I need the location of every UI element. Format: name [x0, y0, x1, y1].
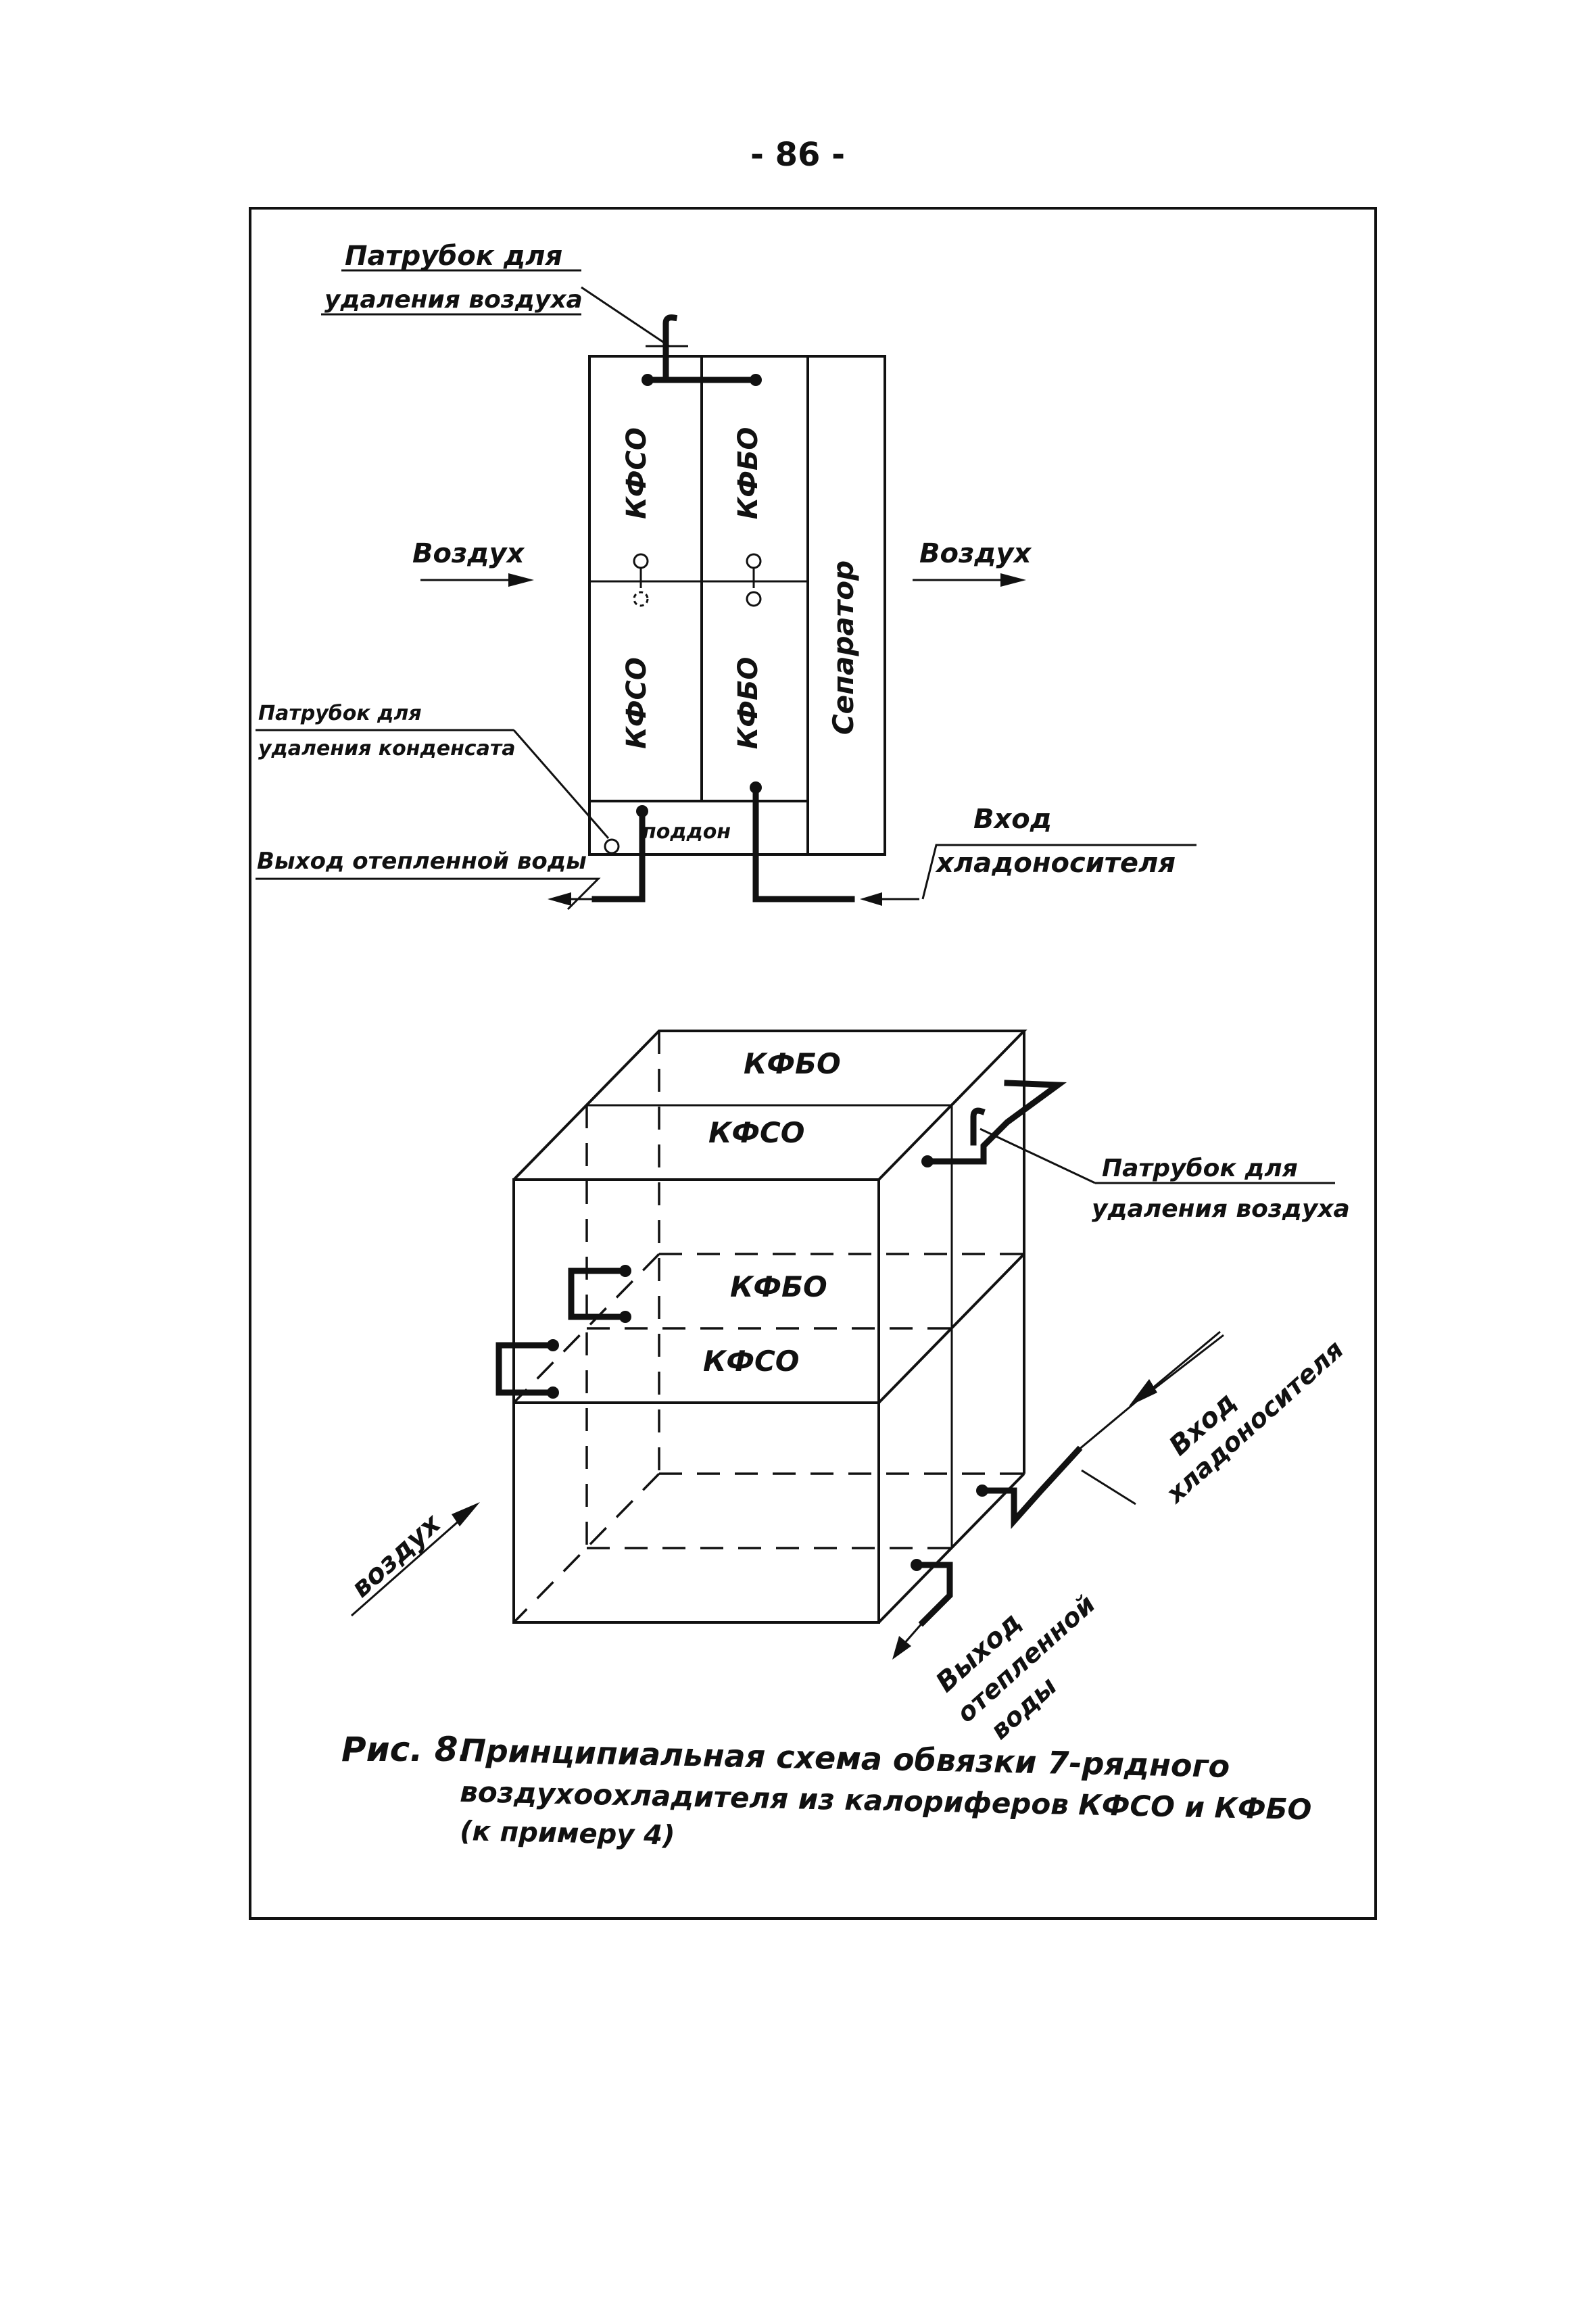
caption-line-3: (к примеру 4): [460, 1816, 675, 1852]
plan-condensate-leader: [512, 729, 610, 839]
iso-coolant-far-line: [1148, 1334, 1224, 1394]
plan-coolant-label-2: хладоносителя: [935, 848, 1176, 879]
plan-kfso-top-label: КФСО: [621, 427, 652, 519]
iso-air-vent-label-1: Патрубок для: [1102, 1155, 1298, 1182]
plan-water-out-label: Выход отепленной воды: [257, 848, 587, 875]
condensate-drain-icon: [604, 838, 620, 854]
water-out-pipe: [591, 808, 646, 902]
air-vent-leader: [581, 286, 670, 347]
plan-condensate-label-1: Патрубок для: [258, 702, 422, 725]
iso-kfso-top-label: КФСО: [708, 1116, 805, 1149]
iso-kfso-mid-label: КФСО: [703, 1345, 800, 1378]
iso-ubend-lower-node-2: [547, 1386, 559, 1399]
header-node-left: [642, 374, 654, 386]
plan-coolant-label-1: Вход: [973, 804, 1052, 835]
iso-mid-diag: [877, 1253, 1025, 1404]
iso-air-vent-icon: [970, 1107, 986, 1146]
iso-ubend-upper-node-1: [619, 1265, 631, 1277]
water-out-arrowhead: [548, 892, 571, 906]
plan-kfbo-top-label: КФБО: [733, 427, 764, 520]
plan-coolant-underline: [921, 844, 1196, 900]
plan-tray-label: поддон: [642, 820, 731, 844]
plan-air-in-arrowhead: [508, 573, 534, 587]
iso-water-pipe: [913, 1562, 953, 1627]
iso-inner-top-plane: [587, 1104, 953, 1548]
iso-coolant-pipe: [979, 1445, 1083, 1529]
plan-air-out-arrowhead: [1000, 573, 1026, 587]
plan-kfbo-bottom-label: КФБО: [733, 657, 764, 750]
iso-air-label: воздух: [345, 1507, 448, 1603]
iso-inner-top-diag: [950, 1030, 1025, 1107]
plan-air-vent-label-2: удаления воздуха: [324, 286, 583, 314]
figure-caption: Рис. 8. Принципиальная схема обвязки 7-р…: [341, 1730, 1312, 1852]
iso-ubend-lower-node-1: [547, 1339, 559, 1351]
iso-ubend-lower: [495, 1342, 556, 1396]
plan-air-in-label: Воздух: [412, 538, 525, 569]
coolant-in-pipe: [752, 784, 855, 902]
iso-ubend-upper-node-2: [619, 1311, 631, 1323]
iso-coolant-leader: [1081, 1469, 1136, 1505]
plan-air-vent-label-1: Патрубок для: [345, 241, 562, 272]
iso-air-vent-leader: [980, 1128, 1096, 1184]
plan-row-connector-left: [633, 553, 649, 607]
iso-ubend-upper: [568, 1268, 629, 1320]
iso-kfbo-top-label: КФБО: [744, 1047, 841, 1080]
plan-air-out-label: Воздух: [919, 538, 1032, 569]
air-vent-icon: [662, 314, 678, 352]
iso-air-arrow-line: [351, 1513, 467, 1617]
plan-water-out-underline: [256, 877, 601, 911]
figure-frame: [249, 207, 1377, 1920]
iso-kfbo-mid-label: КФБО: [730, 1270, 827, 1303]
coolant-in-arrowhead: [860, 892, 882, 906]
iso-hidden-bottom-diag: [512, 1472, 660, 1624]
plan-view: КФСО КФБО КФСО КФБО Сепаратор Воздух Воз…: [256, 241, 1196, 911]
plan-kfso-bottom-label: КФСО: [621, 657, 652, 749]
unit-body: [588, 355, 886, 856]
page-number: - 86 -: [750, 136, 845, 174]
header-node-right: [750, 374, 762, 386]
iso-air-vent-pipe: [924, 1080, 1067, 1165]
iso-mid-hidden-diag: [512, 1253, 660, 1404]
iso-front-face: [512, 1178, 880, 1624]
plan-row-connector-right: [746, 553, 762, 607]
iso-coolant-arrowhead: [1129, 1379, 1157, 1406]
isometric-view: КФБО КФСО КФБО КФСО Патрубок для удалени…: [345, 1030, 1350, 1745]
iso-water-arrowhead: [892, 1636, 911, 1660]
iso-air-vent-label-2: удаления воздуха: [1092, 1195, 1350, 1223]
caption-prefix: Рис. 8.: [341, 1730, 471, 1769]
iso-air-arrowhead: [452, 1502, 480, 1526]
plan-condensate-label-2: удаления конденсата: [258, 737, 515, 761]
plan-separator-label: Сепаратор: [827, 560, 860, 735]
caption-line-1: Принципиальная схема обвязки 7-рядного: [460, 1732, 1230, 1785]
